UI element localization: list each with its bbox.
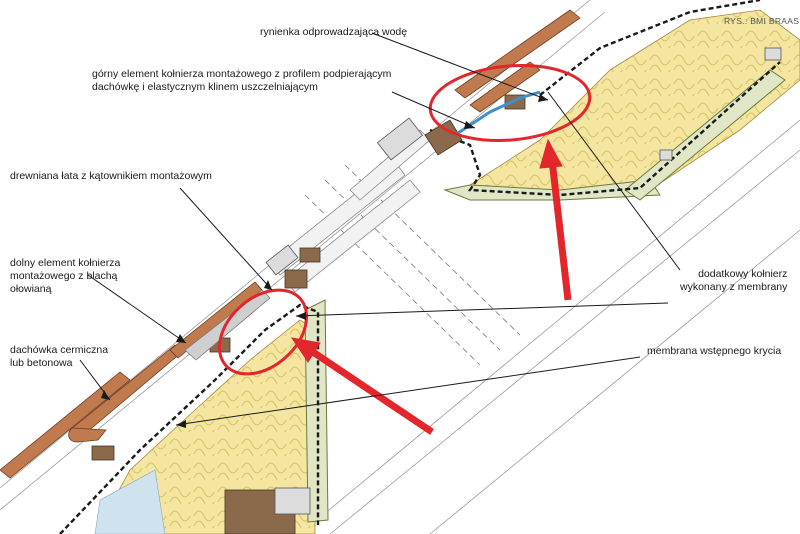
water-gutter bbox=[454, 90, 541, 137]
label-underlay: membrana wstępnego krycia bbox=[647, 345, 782, 357]
underlay-membrane bbox=[59, 0, 781, 534]
label-batten: drewniana łata z kątownikiem montażowym bbox=[10, 170, 212, 182]
label-extra-collar: dodatkowy kołnierz wykonany z membrany bbox=[680, 268, 788, 293]
highlight-ellipse-lower bbox=[217, 288, 309, 376]
label-tile: dachówka cermiczna lub betonowa bbox=[10, 344, 109, 369]
label-lower-flashing: dolny element kołnierza montażowego z bl… bbox=[10, 257, 121, 295]
red-arrow-icon-lower bbox=[290, 337, 434, 435]
window-lining-right bbox=[624, 69, 786, 201]
insulation-blue bbox=[94, 469, 166, 534]
label-gutter: rynienka odprowadzająca wodę bbox=[260, 26, 408, 38]
label-upper-flashing: górny element kołnierza montażowego z pr… bbox=[92, 68, 392, 93]
leader-lines bbox=[79, 32, 681, 426]
leader-arrowheads bbox=[101, 94, 548, 428]
figure-credit: RYS.: BMI BRAAS bbox=[724, 16, 800, 26]
red-arrow-icon bbox=[539, 138, 572, 301]
highlight-ellipse-upper bbox=[428, 63, 592, 143]
window-glazing bbox=[269, 129, 431, 293]
frame-profiles bbox=[265, 47, 782, 515]
